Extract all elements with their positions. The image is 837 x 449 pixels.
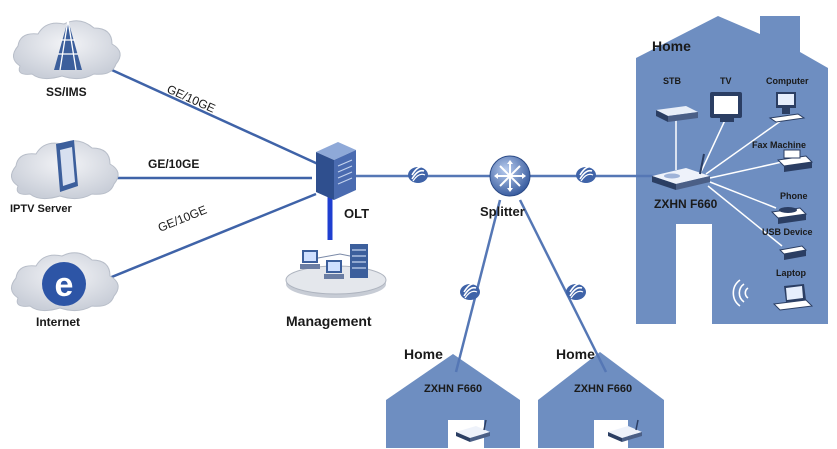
- workstation-icon: [300, 250, 320, 269]
- internet-e-icon: e: [42, 262, 86, 306]
- device-label-phone: Phone: [780, 191, 808, 201]
- device-label-tv: TV: [720, 76, 732, 86]
- home-right-content: Home ZXHN F660: [556, 346, 642, 442]
- ont-router-icon: [456, 419, 490, 442]
- laptop-icon: [772, 284, 814, 311]
- home-left-title: Home: [404, 346, 443, 362]
- home-right-house: [538, 352, 664, 448]
- ont-router-icon: [652, 153, 710, 190]
- device-label-laptop: Laptop: [776, 268, 806, 278]
- server-icon: [56, 140, 78, 192]
- device-label-fax: Fax Machine: [752, 140, 806, 150]
- device-label-usb: USB Device: [762, 227, 813, 237]
- node-label-splitter: Splitter: [480, 204, 525, 219]
- main-home-title: Home: [652, 38, 691, 54]
- link-ss-ims-olt: [89, 58, 319, 166]
- fiber-splitter-home-right: [518, 199, 608, 373]
- splitter-node: Splitter: [480, 155, 531, 219]
- usb-device-icon: [778, 245, 808, 260]
- iptv-server-node: IPTV Server: [10, 140, 119, 215]
- phone-icon: [770, 207, 808, 224]
- server-rack-icon: [350, 244, 368, 278]
- device-label-stb: STB: [663, 76, 682, 86]
- home-right-ont-label: ZXHN F660: [574, 383, 632, 395]
- wifi-icon: [732, 279, 749, 307]
- link-label-internet: GE/10GE: [156, 203, 209, 235]
- antenna-tower-icon: [54, 19, 82, 71]
- workstation-icon: [324, 260, 344, 279]
- node-label-olt: OLT: [344, 206, 369, 221]
- fiber-coil-icon: [565, 282, 587, 301]
- tv-icon: [710, 92, 742, 122]
- olt-chassis-icon: [316, 142, 356, 200]
- node-label-management: Management: [286, 313, 372, 329]
- computer-icon: [768, 92, 806, 123]
- home-left-content: Home ZXHN F660: [404, 346, 490, 442]
- home-device-links: [675, 117, 783, 247]
- internet-node: e Internet: [11, 252, 119, 329]
- home-right-title: Home: [556, 346, 595, 362]
- fiber-splitter-home-left: [454, 199, 502, 373]
- ont-router-icon: [608, 419, 642, 442]
- device-label-computer: Computer: [766, 76, 809, 86]
- link-internet-olt: [91, 192, 317, 287]
- links: [89, 58, 660, 373]
- olt-node: OLT: [316, 142, 369, 221]
- left-house-shape: [386, 354, 520, 448]
- ss-ims-node: SS/IMS: [13, 19, 121, 99]
- fax-machine-icon: [776, 149, 814, 172]
- main-home-ont-label: ZXHN F660: [654, 197, 718, 211]
- right-house-shape: [538, 352, 664, 448]
- node-label-internet: Internet: [36, 315, 80, 329]
- svg-text:e: e: [55, 266, 74, 304]
- home-left-house: [386, 354, 520, 448]
- main-home-content: Home STB TV Computer F: [652, 38, 814, 311]
- set-top-box-icon: [656, 106, 698, 122]
- management-node: Management: [285, 244, 387, 329]
- home-left-ont-label: ZXHN F660: [424, 383, 482, 395]
- node-label-iptv-server: IPTV Server: [10, 203, 72, 215]
- fiber-coil-icon: [575, 165, 597, 184]
- fiber-coil-icon: [407, 165, 429, 184]
- node-label-ss-ims: SS/IMS: [46, 85, 87, 99]
- link-label-iptv: GE/10GE: [148, 157, 199, 171]
